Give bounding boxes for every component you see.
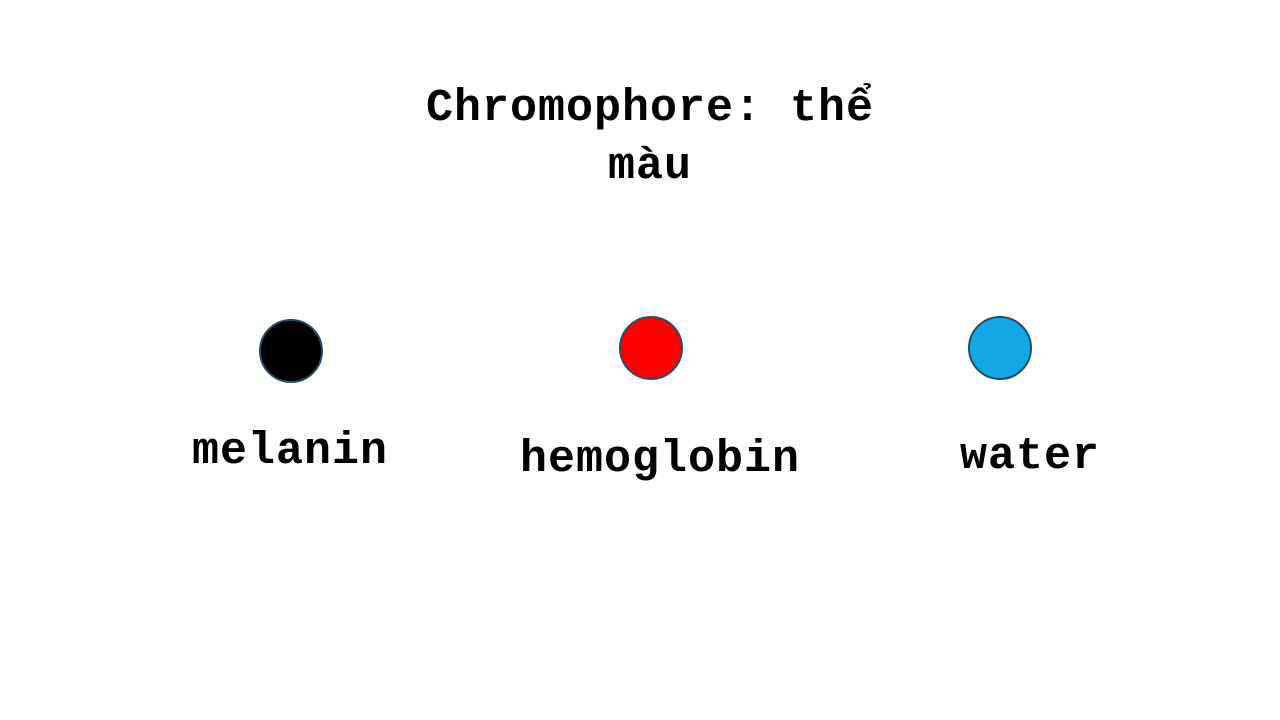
title-line-2: màu [607,141,692,192]
slide-title: Chromophore: thể màu [340,80,960,196]
melanin-dot [259,319,323,383]
title-line-1: Chromophore: thể [425,83,875,134]
water-dot [968,316,1032,380]
hemoglobin-dot [619,316,683,380]
melanin-label: melanin [191,426,389,477]
water-label: water [959,431,1101,482]
hemoglobin-label: hemoglobin [519,434,801,485]
